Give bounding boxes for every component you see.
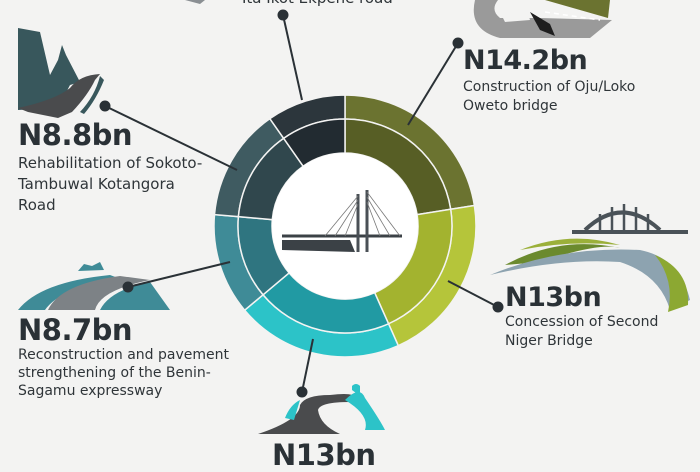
mountain-road-icon — [18, 28, 104, 118]
winding-road-icon — [258, 384, 385, 434]
ita-ikot-ekpene-label: Ita Ikot Ekpene road — [242, 0, 393, 8]
partial-road-icon — [185, 0, 205, 4]
desc-line: Rehabilitation of Sokoto- — [18, 154, 203, 172]
desc-line: Road — [18, 196, 56, 214]
desc-line: Concession of Second — [505, 314, 659, 330]
desc-line: Construction of Oju/Loko — [463, 79, 636, 95]
desc-line: Oweto bridge — [463, 98, 558, 114]
leader-lines — [99, 9, 504, 398]
desc-line: Niger Bridge — [505, 333, 593, 349]
desc-line: Reconstruction and pavement — [18, 347, 229, 363]
overpass-road-icon — [473, 0, 612, 38]
donut-center — [272, 153, 418, 299]
oju-amount: N14.2bn — [463, 45, 588, 76]
sokoto-description: Rehabilitation of Sokoto- Tambuwal Kotan… — [18, 153, 202, 216]
oju-description: Construction of Oju/Loko Oweto bridge — [463, 78, 635, 116]
desc-line: strengthening of the Benin- — [18, 365, 211, 381]
benin-description: Reconstruction and pavement strengthenin… — [18, 346, 229, 400]
cable-stayed-bridge-icon — [282, 190, 402, 252]
bottom-amount: N13bn — [272, 438, 376, 472]
sokoto-amount: N8.8bn — [18, 118, 133, 152]
niger-description: Concession of Second Niger Bridge — [505, 313, 658, 351]
benin-amount: N8.7bn — [18, 313, 133, 347]
desc-line: Sagamu expressway — [18, 383, 163, 399]
desc-line: Tambuwal Kotangora — [18, 175, 175, 193]
curved-highway-icon — [18, 262, 170, 310]
niger-amount: N13bn — [505, 282, 602, 313]
river-bridge-icon — [490, 204, 690, 312]
donut-chart — [213, 94, 477, 358]
